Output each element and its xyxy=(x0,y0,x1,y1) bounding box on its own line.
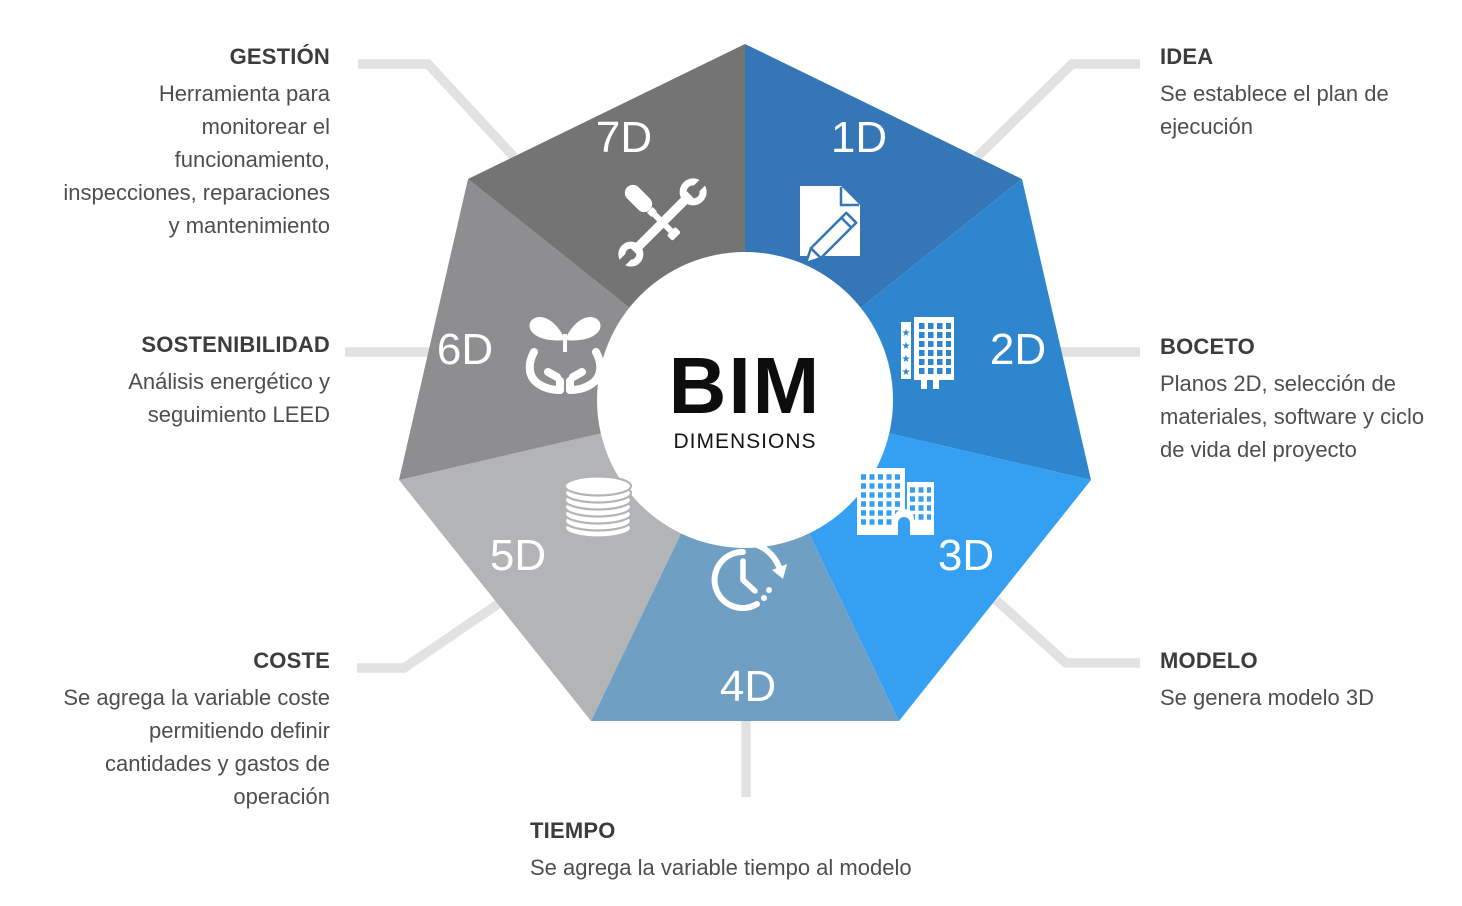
callout-tiempo-body: Se agrega la variable tiempo al modelo xyxy=(530,855,912,880)
svg-text:★: ★ xyxy=(902,328,911,339)
callout-coste-body: Se agrega la variable coste permitiendo … xyxy=(63,685,330,809)
callout-idea-body: Se establece el plan de ejecución xyxy=(1160,81,1389,139)
callout-boceto: BOCETO Planos 2D, selección de materiale… xyxy=(1160,334,1460,466)
callout-gestion-title: GESTIÓN xyxy=(229,44,330,69)
callout-idea: IDEA Se establece el plan de ejecución xyxy=(1160,44,1450,143)
tools-icon xyxy=(616,177,708,269)
connector-gestion xyxy=(358,59,518,161)
connector-modelo xyxy=(992,596,1140,668)
callout-sostenibilidad: SOSTENIBILIDAD Análisis energético y seg… xyxy=(20,332,330,431)
wedge-label-2d: 2D xyxy=(990,325,1046,374)
callout-coste: COSTE Se agrega la variable coste permit… xyxy=(20,648,330,813)
wedge-label-4d: 4D xyxy=(720,662,776,711)
callout-sostenibilidad-body: Análisis energético y seguimiento LEED xyxy=(128,369,330,427)
center-circle xyxy=(597,252,893,548)
wedge-label-1d: 1D xyxy=(831,113,887,162)
callout-coste-title: COSTE xyxy=(253,648,330,673)
callout-modelo-title: MODELO xyxy=(1160,648,1258,673)
wedge-label-5d: 5D xyxy=(490,531,546,580)
wedge-labels: 1D 2D 3D 4D 5D 6D 7D xyxy=(437,113,1046,711)
callout-modelo: MODELO Se genera modelo 3D xyxy=(1160,648,1460,714)
svg-text:★: ★ xyxy=(902,341,911,352)
callout-gestion: GESTIÓN Herramienta para monitorear el f… xyxy=(20,44,330,242)
clock-history-icon xyxy=(711,540,787,611)
building-stars: ★ ★ ★ ★ xyxy=(902,328,911,378)
callout-modelo-body: Se genera modelo 3D xyxy=(1160,685,1375,710)
coin-stack-icon xyxy=(563,475,633,539)
document-pencil-icon xyxy=(800,186,860,265)
building-2d-icon: ★ ★ ★ ★ xyxy=(901,317,954,389)
hands-plant-icon xyxy=(525,316,605,394)
wedge-label-6d: 6D xyxy=(437,325,493,374)
connector-coste xyxy=(357,600,501,673)
center-title: BIM xyxy=(669,341,822,430)
callout-gestion-body: Herramienta para monitorear el funcionam… xyxy=(63,81,330,238)
callout-boceto-title: BOCETO xyxy=(1160,334,1255,359)
wedge-label-7d: 7D xyxy=(596,113,652,162)
buildings-3d-icon xyxy=(857,468,934,535)
callout-idea-title: IDEA xyxy=(1160,44,1214,69)
callout-boceto-body: Planos 2D, selección de materiales, soft… xyxy=(1160,371,1425,462)
svg-text:★: ★ xyxy=(902,367,911,378)
callout-sostenibilidad-title: SOSTENIBILIDAD xyxy=(141,332,330,357)
connector-lines xyxy=(345,59,1140,797)
wrench-glyph xyxy=(616,177,708,269)
callout-tiempo: TIEMPO Se agrega la variable tiempo al m… xyxy=(530,818,1000,884)
connector-idea xyxy=(973,59,1140,161)
wedge-label-3d: 3D xyxy=(938,531,994,580)
center-subtitle: DIMENSIONS xyxy=(673,430,816,453)
svg-text:★: ★ xyxy=(902,354,911,365)
callout-tiempo-title: TIEMPO xyxy=(530,818,616,843)
